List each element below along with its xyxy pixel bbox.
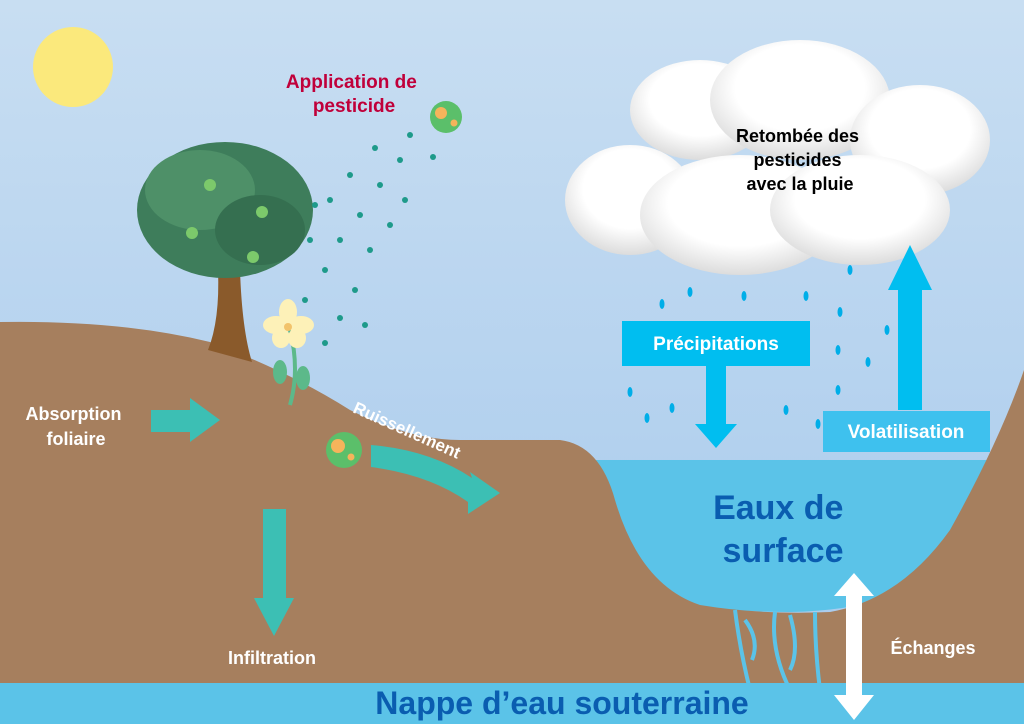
absorption-arrow [151, 398, 220, 442]
flower-icon [263, 299, 314, 406]
pesticide-spray [302, 132, 436, 346]
infiltration-arrow [254, 509, 294, 636]
volatilisation-label: Volatilisation [848, 422, 965, 443]
application-label: Application de pesticide [286, 72, 422, 117]
sun-icon [33, 27, 113, 107]
ruissellement-arrow [371, 445, 500, 514]
volatilisation-arrow [823, 245, 990, 452]
surface-water [580, 460, 990, 612]
exchange-arrow [834, 573, 874, 720]
groundwater-channels [733, 609, 822, 691]
tree-icon [137, 142, 313, 362]
groundwater-label: Nappe d’eau souterraine [375, 685, 748, 721]
precipitations-arrow [622, 321, 810, 448]
infiltration-label: Infiltration [228, 648, 316, 668]
pesticide-droplet-icon [430, 101, 462, 133]
echanges-label: Échanges [890, 637, 975, 658]
pesticide-droplet-icon [326, 432, 362, 468]
rain-drop-icon [627, 265, 890, 429]
cloud-icon [565, 40, 990, 275]
precipitations-label: Précipitations [653, 334, 779, 355]
absorption-label: Absorption foliaire [25, 404, 126, 449]
soil [0, 321, 1024, 690]
retombee-label: Retombée des pesticides avec la pluie [736, 126, 864, 194]
surface-water-label: Eaux de surface [713, 489, 853, 570]
